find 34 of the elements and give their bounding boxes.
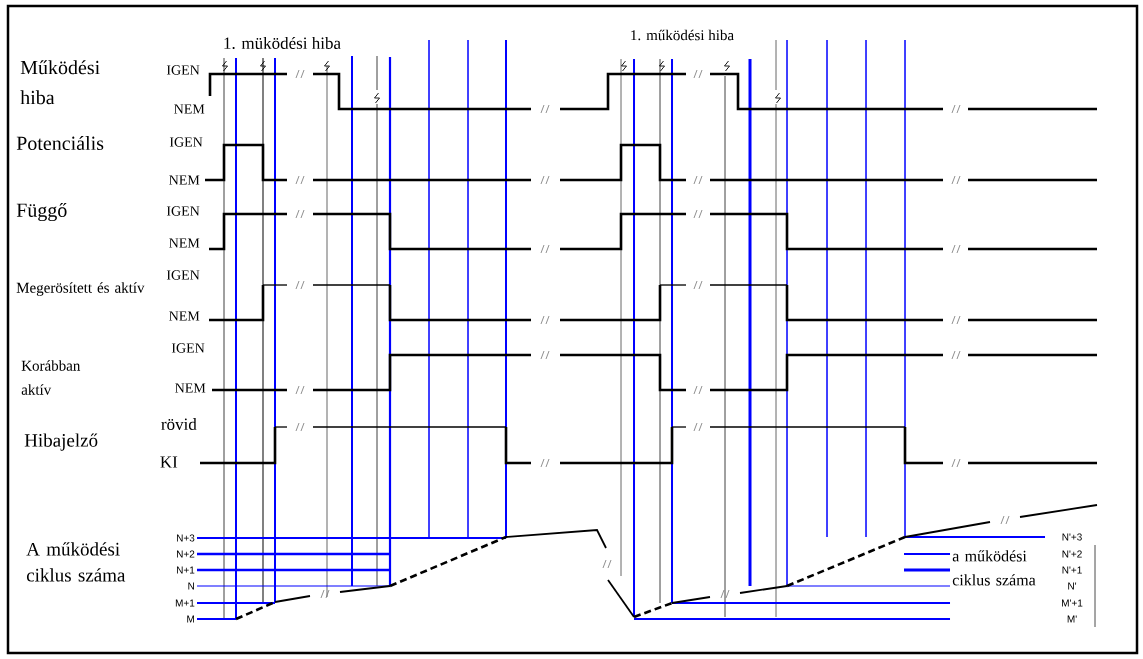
signal-name: Korábban aktív	[21, 360, 81, 395]
tick-label: N	[188, 582, 194, 590]
tick-label: M	[187, 615, 194, 623]
level-label: IGEN	[171, 343, 205, 353]
level-label: IGEN	[169, 137, 203, 147]
level-label: IGEN	[166, 270, 200, 280]
tick-label: M'	[1067, 615, 1077, 623]
signal-name: Függő	[16, 202, 67, 222]
signal-name: Megerösített és aktív	[16, 282, 145, 296]
level-label: NEM	[169, 175, 200, 185]
signal-name: Potenciális	[16, 135, 104, 151]
signal-name: a működési ciklus száma	[952, 550, 1036, 586]
signal-name: Hibajelző	[24, 433, 98, 451]
tick-label: N+1	[177, 566, 195, 574]
level-label: IGEN	[166, 65, 200, 75]
signal-name: Működési hiba	[20, 60, 100, 105]
level-label: NEM	[175, 383, 206, 393]
level-label: NEM	[169, 238, 200, 248]
tick-label: N'+3	[1062, 533, 1082, 541]
level-label: NEM	[169, 311, 200, 321]
level-label: IGEN	[166, 206, 200, 216]
level-label: KI	[160, 456, 178, 468]
tick-label: N+3	[177, 534, 195, 542]
signal-name: A működési ciklus száma	[26, 542, 126, 582]
heading: 1. működési hiba	[631, 29, 734, 41]
tick-label: N'	[1068, 582, 1077, 590]
tick-label: N'+1	[1062, 566, 1082, 574]
tick-label: N+2	[177, 550, 195, 558]
level-label: NEM	[174, 104, 205, 114]
tick-label: M'+1	[1062, 599, 1083, 607]
tick-label: N'+2	[1062, 550, 1082, 558]
tick-label: M+1	[175, 599, 195, 607]
heading: 1. müködési hiba	[224, 36, 341, 50]
level-label: rövid	[161, 418, 197, 430]
